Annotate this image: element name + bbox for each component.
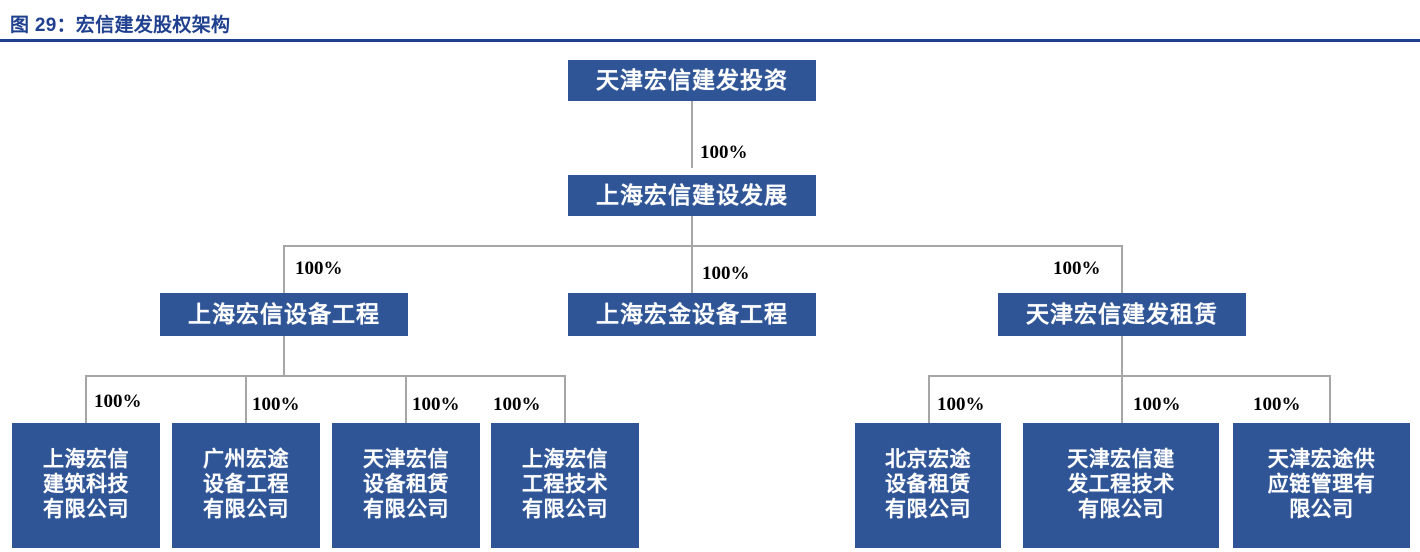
percent-right-leaf-3: 100% <box>1253 394 1301 415</box>
figure-title: 图 29：宏信建发股权架构 <box>10 15 231 36</box>
node-leaf-right-1-line-3: 有限公司 <box>885 497 971 521</box>
percent-left-leaf-3: 100% <box>412 394 460 415</box>
title-divider <box>0 39 1420 42</box>
node-leaf-right-3-line-3: 限公司 <box>1289 497 1354 521</box>
connector-right-leaf-bus <box>928 375 1331 377</box>
node-leaf-left-4-line-2: 工程技术 <box>522 473 608 497</box>
percent-left-leaf-1: 100% <box>94 391 142 412</box>
node-leaf-left-2-line-1: 广州宏途 <box>203 448 289 472</box>
node-level3-1[interactable]: 上海宏信设备工程 <box>160 293 408 336</box>
connector-left-leaf-bus <box>85 375 565 377</box>
node-leaf-left-1-line-2: 建筑科技 <box>43 473 129 497</box>
node-leaf-left-1[interactable]: 上海宏信 建筑科技 有限公司 <box>12 423 160 548</box>
node-leaf-right-3-line-1: 天津宏途供 <box>1267 448 1376 472</box>
node-leaf-left-3-line-3: 有限公司 <box>363 497 449 521</box>
node-leaf-left-4-line-3: 有限公司 <box>522 497 608 521</box>
connector-left-leaf-drop-1 <box>85 375 87 424</box>
percent-right-leaf-2: 100% <box>1133 394 1181 415</box>
connector-left-leaf-drop-4 <box>564 375 566 424</box>
connector-level3-drop-2 <box>691 245 693 293</box>
node-leaf-left-2-line-3: 有限公司 <box>203 497 289 521</box>
node-leaf-right-1[interactable]: 北京宏途 设备租赁 有限公司 <box>855 423 1001 548</box>
percent-right-leaf-1: 100% <box>937 394 985 415</box>
connector-left-branch-down <box>283 335 285 376</box>
node-leaf-right-2-line-2: 发工程技术 <box>1067 473 1175 497</box>
node-leaf-left-4[interactable]: 上海宏信 工程技术 有限公司 <box>491 423 639 548</box>
node-leaf-left-4-line-1: 上海宏信 <box>522 448 608 472</box>
node-leaf-left-3-line-2: 设备租赁 <box>363 473 449 497</box>
node-leaf-right-2-line-1: 天津宏信建 <box>1067 448 1175 472</box>
node-leaf-left-3[interactable]: 天津宏信 设备租赁 有限公司 <box>332 423 480 548</box>
node-leaf-right-3-line-2: 应链管理有 <box>1267 473 1376 497</box>
node-level3-3[interactable]: 天津宏信建发租赁 <box>998 293 1246 336</box>
node-leaf-right-2[interactable]: 天津宏信建 发工程技术 有限公司 <box>1023 423 1219 548</box>
node-leaf-right-1-line-2: 设备租赁 <box>885 473 971 497</box>
node-leaf-left-1-line-3: 有限公司 <box>43 497 129 521</box>
connector-level2-down <box>691 215 693 246</box>
node-leaf-right-2-line-3: 有限公司 <box>1078 497 1164 521</box>
connector-left-leaf-drop-2 <box>245 375 247 424</box>
percent-left-leaf-4: 100% <box>493 394 541 415</box>
percent-level3-2: 100% <box>702 263 750 284</box>
node-leaf-left-2[interactable]: 广州宏途 设备工程 有限公司 <box>172 423 320 548</box>
connector-level3-bus <box>283 245 1123 247</box>
node-leaf-left-2-line-2: 设备工程 <box>203 473 289 497</box>
percent-level3-1: 100% <box>295 258 343 279</box>
node-level2[interactable]: 上海宏信建设发展 <box>568 175 816 216</box>
connector-right-branch-down <box>1121 335 1123 376</box>
percent-root-to-level2: 100% <box>700 142 748 163</box>
node-level3-2[interactable]: 上海宏金设备工程 <box>568 293 816 336</box>
connector-right-leaf-drop-2 <box>1121 375 1123 424</box>
node-leaf-right-1-line-1: 北京宏途 <box>885 448 971 472</box>
connector-level3-drop-1 <box>283 245 285 293</box>
node-leaf-left-3-line-1: 天津宏信 <box>363 448 449 472</box>
node-leaf-right-3[interactable]: 天津宏途供 应链管理有 限公司 <box>1233 423 1410 548</box>
percent-level3-3: 100% <box>1053 258 1101 279</box>
connector-right-leaf-drop-3 <box>1329 375 1331 424</box>
connector-root-to-level2 <box>691 100 693 168</box>
connector-left-leaf-drop-3 <box>405 375 407 424</box>
connector-right-leaf-drop-1 <box>928 375 930 424</box>
connector-level3-drop-3 <box>1121 245 1123 293</box>
node-leaf-left-1-line-1: 上海宏信 <box>43 448 129 472</box>
node-root[interactable]: 天津宏信建发投资 <box>568 60 816 101</box>
percent-left-leaf-2: 100% <box>252 394 300 415</box>
